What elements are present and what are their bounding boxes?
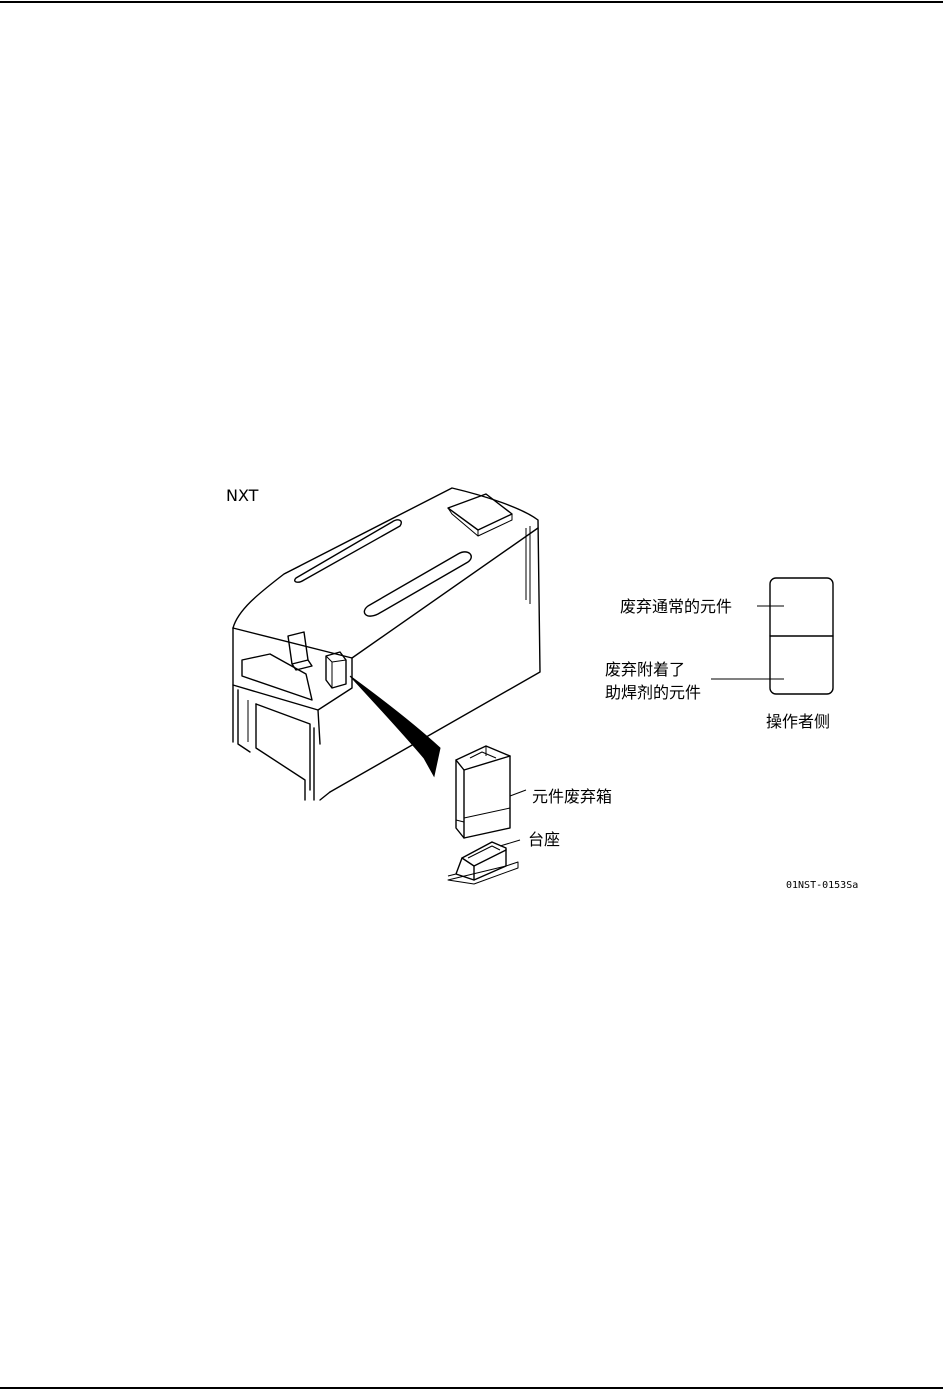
- base-drawing: [448, 840, 520, 884]
- flux-parts-label-line2: 助焊剂的元件: [605, 683, 701, 702]
- machine-label: NXT: [226, 486, 259, 505]
- bin-position-schematic: [711, 578, 833, 694]
- nxt-machine-drawing: [233, 488, 540, 800]
- waste-box-drawing: [456, 746, 526, 838]
- normal-parts-label: 废弃通常的元件: [620, 597, 732, 616]
- arrow-pointer: [350, 676, 440, 776]
- operator-side-label: 操作者侧: [766, 712, 830, 731]
- figure-code: 01NST-0153Sa: [786, 880, 858, 891]
- base-label: 台座: [528, 830, 560, 849]
- waste-box-label: 元件废弃箱: [532, 787, 612, 806]
- flux-parts-label-line1: 废弃附着了: [605, 660, 685, 679]
